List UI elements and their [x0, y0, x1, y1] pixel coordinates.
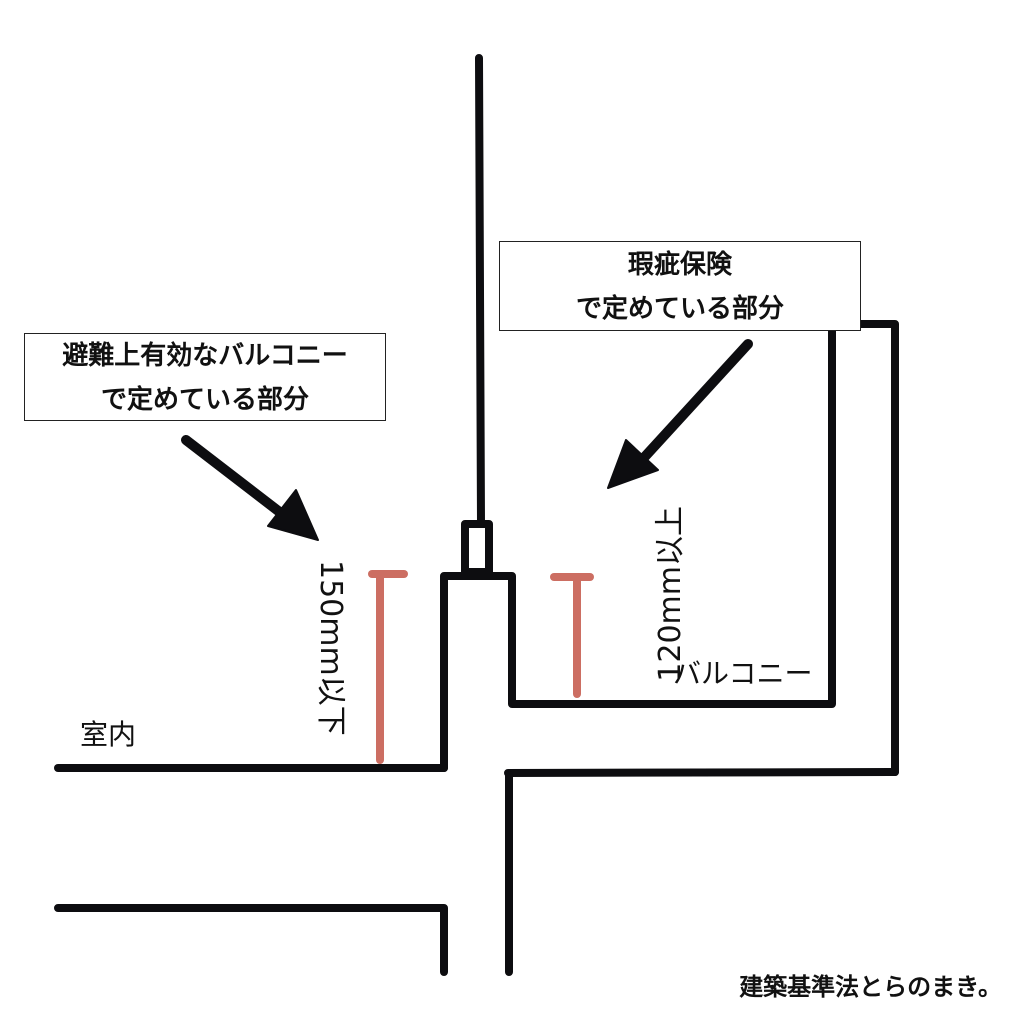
balcony-slab-bottom: [504, 768, 899, 777]
arrow-icon: [181, 435, 319, 541]
wall-line: [475, 54, 485, 528]
dimension-label-150: 150mm以下: [313, 560, 348, 736]
balcony-label: バルコニー: [673, 657, 813, 690]
indoor-label: 室内: [80, 718, 137, 751]
callout-evacuation-balcony: 避難上有効なバルコニー で定めている部分: [24, 333, 386, 421]
callout-defect-insurance: 瑕疵保険 で定めている部分: [499, 241, 861, 331]
dimension-marks: [368, 570, 594, 764]
credit-label: 建築基準法とらのまき。: [739, 973, 1002, 1001]
threshold-outline: [440, 320, 899, 776]
lower-ceiling: [54, 904, 448, 976]
callout-left-line1: 避難上有効なバルコニー: [62, 341, 348, 371]
callout-right-line2: で定めている部分: [575, 294, 784, 324]
dimension-label-120: 120mm以上: [653, 506, 688, 682]
callout-left-line2: で定めている部分: [100, 385, 309, 415]
callout-right-line1: 瑕疵保険: [627, 250, 732, 280]
threshold-box: [461, 520, 493, 576]
arrow-icon: [607, 339, 753, 489]
building-lines: [54, 54, 899, 976]
